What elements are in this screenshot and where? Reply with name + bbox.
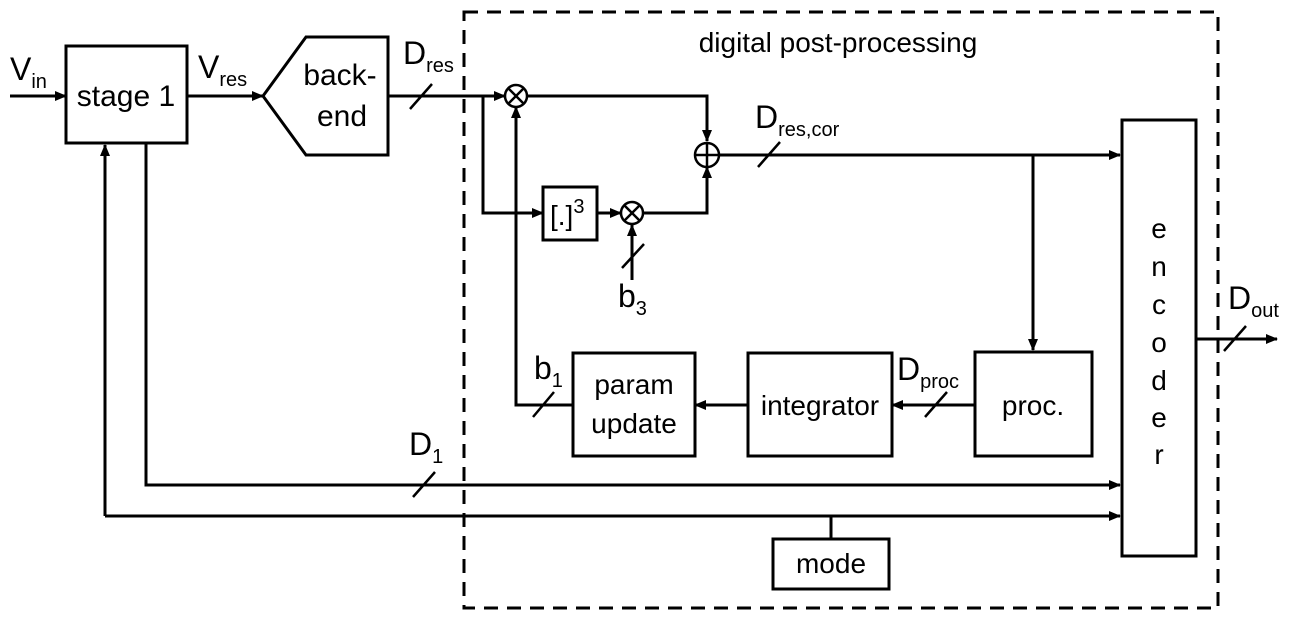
drescor-label: Dres,cor (755, 99, 840, 141)
vin-label: Vin (10, 51, 47, 93)
wires (10, 91, 1278, 539)
cube-block: [.]3 (541, 185, 599, 242)
b1-label: b1 (534, 350, 563, 392)
region-title: digital post-processing (699, 27, 978, 58)
param-update-block: param update (571, 351, 697, 458)
encoder-letter: r (1154, 439, 1163, 470)
backend-label-2: end (317, 100, 367, 133)
param-label-2: update (591, 408, 677, 439)
encoder-letter: e (1151, 402, 1167, 433)
integrator-label: integrator (761, 390, 879, 421)
dout-label: Dout (1228, 280, 1279, 322)
bus-ticks (409, 83, 1247, 498)
mode-label: mode (796, 548, 866, 579)
vres-label: Vres (198, 49, 247, 91)
dres-label: Dres (403, 35, 454, 77)
stage1-block: stage 1 (64, 44, 189, 145)
backend-label-1: back- (303, 59, 376, 92)
digital-post-processing-region (462, 10, 1220, 610)
encoder-letter: c (1152, 289, 1166, 320)
mode-block: mode (771, 537, 891, 591)
proc-block: proc. (973, 350, 1094, 458)
encoder-letter: d (1151, 365, 1167, 396)
encoder-letter: o (1151, 327, 1167, 358)
encoder-letter: e (1151, 213, 1167, 244)
cube-label: [.]3 (550, 196, 584, 231)
backend-block: back- end (261, 35, 390, 157)
stage1-label: stage 1 (77, 80, 175, 113)
multiplier-cube (619, 200, 645, 226)
multiplier-top (503, 83, 529, 109)
adder (693, 141, 721, 169)
encoder-letter: n (1151, 251, 1167, 282)
d1-label: D1 (409, 426, 443, 468)
dproc-label: Dproc (897, 351, 959, 393)
param-label-1: param (594, 369, 673, 400)
b3-label: b3 (618, 278, 647, 320)
encoder-block: e n c o d e r (1120, 118, 1198, 558)
integrator-block: integrator (746, 351, 894, 458)
proc-label: proc. (1002, 390, 1064, 421)
